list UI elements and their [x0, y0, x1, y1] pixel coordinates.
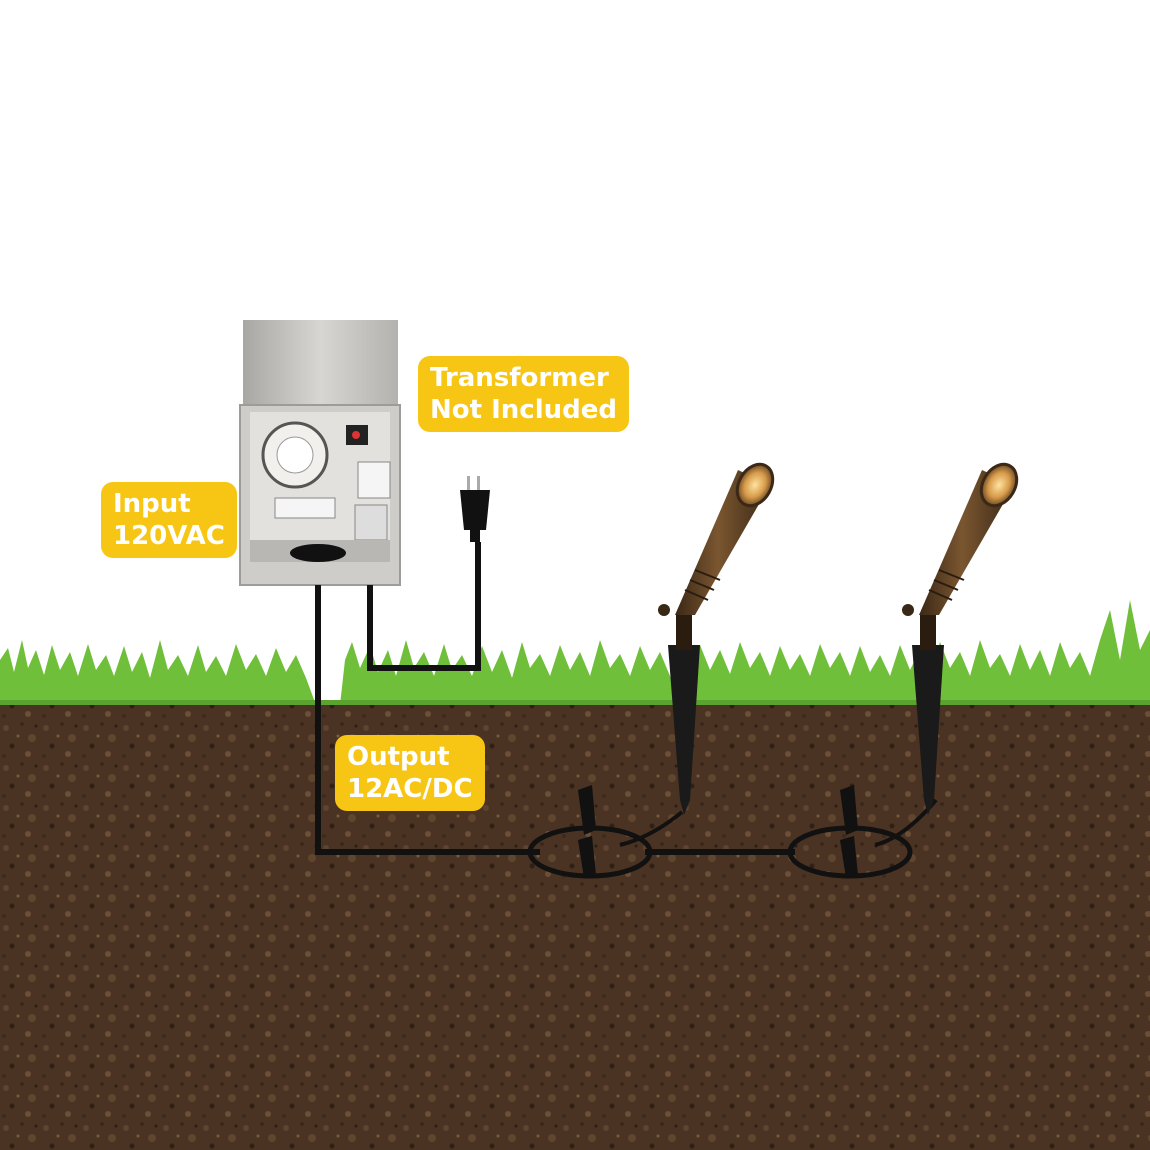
output-label-line2: 12AC/DC	[347, 774, 473, 804]
transformer-label-line2: Not Included	[430, 395, 617, 425]
input-voltage-label: Input 120VAC	[101, 482, 237, 558]
wiring	[315, 542, 795, 855]
transformer-box-icon	[239, 320, 401, 586]
transformer-not-included-label: Transformer Not Included	[418, 356, 629, 432]
input-label-line1: Input	[113, 489, 191, 519]
transformer-label-line1: Transformer	[430, 363, 609, 393]
output-voltage-label: Output 12AC/DC	[335, 735, 485, 811]
power-plug-icon	[460, 476, 490, 542]
input-label-line2: 120VAC	[113, 521, 225, 551]
cable-connectors	[578, 785, 858, 878]
spotlight-fixture-icon	[902, 462, 1019, 815]
grass-strip	[0, 600, 1150, 705]
spotlight-fixture-icon	[658, 462, 775, 815]
soil-ground	[0, 700, 1150, 1150]
output-label-line1: Output	[347, 742, 450, 772]
